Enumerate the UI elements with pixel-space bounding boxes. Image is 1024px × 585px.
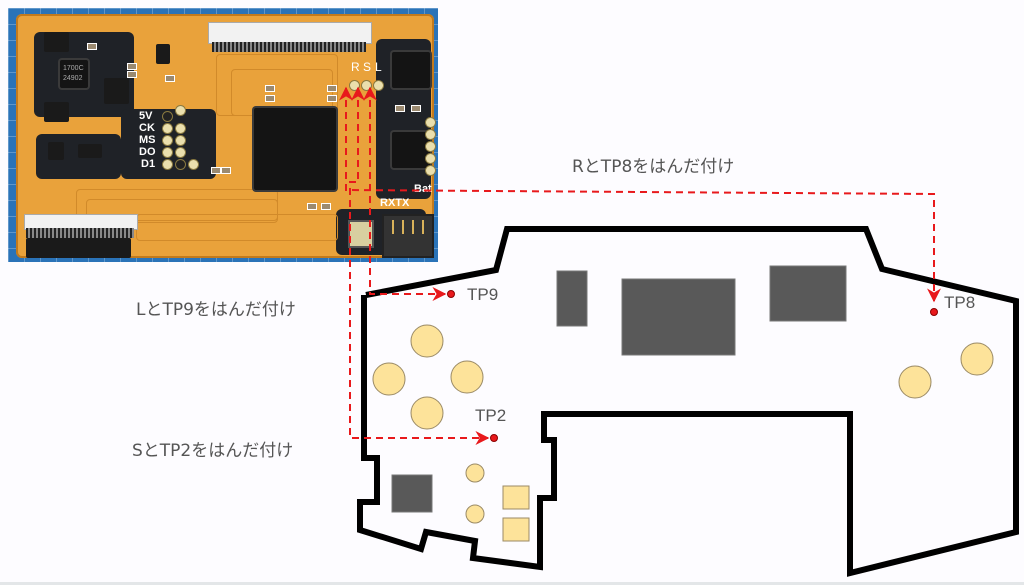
silk-d1: D1 (141, 158, 156, 170)
dpad-left (372, 362, 406, 396)
silk-s: S (363, 60, 372, 74)
smd-component (308, 204, 316, 209)
pcb-trace (86, 199, 278, 223)
silk-5v: 5V (139, 110, 153, 122)
tp2-point (490, 434, 498, 442)
smd-component (166, 76, 174, 81)
tp2-label: TP2 (475, 406, 507, 425)
small-ic (156, 44, 170, 64)
top-fpc-connector-pins (212, 42, 366, 52)
eeprom-chip-1 (392, 52, 430, 88)
header-pad (163, 112, 172, 121)
power-ic: 1700C 24902 (60, 60, 88, 88)
wire-s-to-tp2 (349, 86, 490, 445)
smd-component (328, 86, 336, 91)
pad-r (350, 81, 359, 90)
tp9-label: TP9 (467, 285, 499, 304)
button-pad-a (960, 342, 994, 376)
pad-l (374, 81, 383, 90)
fpc-cable (26, 238, 131, 258)
smd-component (128, 64, 136, 69)
dpad-right (450, 360, 484, 394)
square-pad (502, 485, 530, 510)
chip-small (556, 270, 588, 327)
wire-r-to-tp8 (339, 86, 941, 303)
inductor (44, 32, 69, 52)
header-pad (176, 136, 185, 145)
smd-component (212, 168, 220, 173)
tp8-label: TP8 (944, 293, 976, 312)
header-pad (163, 136, 172, 145)
annotation-s-tp2: SとTP2をはんだ付け (132, 441, 294, 461)
pad-s (362, 81, 371, 90)
annotation-r-tp8: RとTP8をはんだ付け (572, 157, 735, 177)
header-pad (163, 148, 172, 157)
button-pad-b (898, 365, 932, 399)
silk-r: R (351, 60, 360, 74)
silk-ck: CK (139, 122, 155, 134)
ic-marking-1: 1700C (63, 65, 84, 72)
inductor (44, 102, 69, 122)
smd-component (222, 168, 230, 173)
silk-do: DO (139, 146, 156, 158)
small-pad (465, 463, 485, 483)
chip-main (621, 278, 736, 356)
small-pad (465, 504, 485, 524)
dpad-down (410, 396, 444, 430)
chip-bottom-left (391, 474, 433, 513)
ic-marking-2: 24902 (63, 75, 83, 82)
smd-component (322, 204, 330, 209)
bottom-fpc-connector-pins (26, 228, 134, 238)
inductor (48, 142, 64, 160)
chip-right (769, 265, 847, 322)
header-pad (176, 106, 185, 115)
header-pad (176, 124, 185, 133)
header-pad (176, 160, 185, 169)
smd-component (266, 86, 274, 91)
smd-component (128, 72, 136, 77)
wire-l-to-tp9 (363, 86, 447, 301)
header-pad (189, 160, 198, 169)
inductor (104, 78, 129, 104)
tp9-point (447, 290, 455, 298)
header-pad (176, 148, 185, 157)
smd-component (328, 96, 336, 101)
header-pad (163, 160, 172, 169)
regulator (78, 144, 102, 158)
tp8-point (930, 308, 938, 316)
main-soc-chip (254, 108, 336, 190)
silk-ms: MS (139, 134, 156, 146)
square-pad (502, 517, 530, 542)
annotation-l-tp9: LとTP9をはんだ付け (136, 300, 296, 320)
smd-component (88, 44, 96, 49)
header-pad (163, 124, 172, 133)
dpad-up (410, 324, 444, 358)
bottom-divider (0, 582, 1024, 585)
smd-component (266, 96, 274, 101)
silk-l: L (375, 60, 382, 74)
